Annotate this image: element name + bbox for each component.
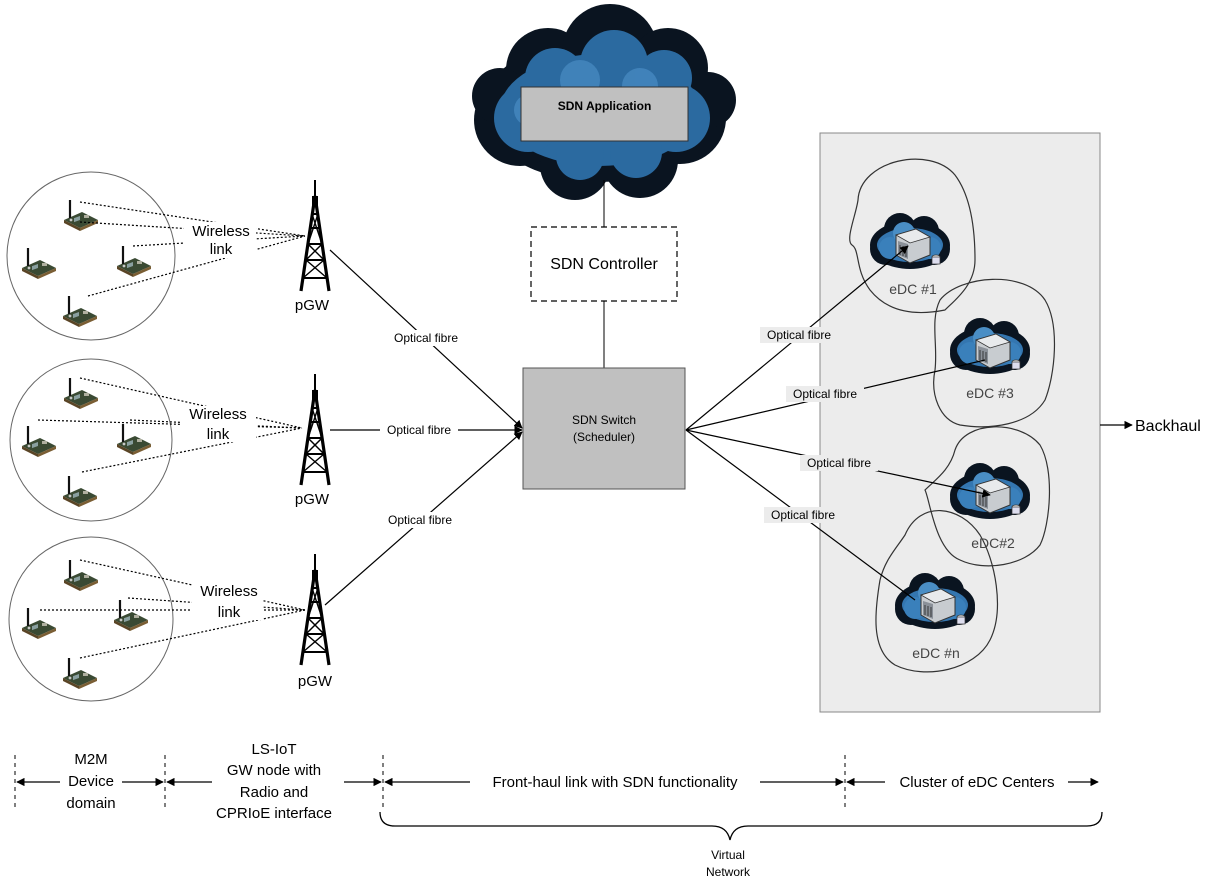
edc-label-3: eDC #3 — [966, 385, 1014, 401]
optical-fibre-label-6: Optical fibre — [807, 456, 871, 470]
pgw-label-3: pGW — [298, 673, 333, 690]
cell-tower-icon — [299, 178, 331, 293]
sdn-switch-label-2: (Scheduler) — [573, 430, 635, 444]
edc-label-2: eDC#2 — [971, 535, 1015, 551]
sdn-application-label: SDN Application — [558, 99, 652, 113]
pgw-label-1: pGW — [295, 297, 330, 314]
fronthaul-label: Front-haul link with SDN functionality — [492, 774, 738, 791]
edc-label-n: eDC #n — [912, 645, 959, 661]
device-group-2 — [9, 358, 303, 522]
virtual-network-brace — [379, 811, 1103, 841]
cluster-label: Cluster of eDC Centers — [899, 774, 1054, 791]
optical-fibre-label-3: Optical fibre — [388, 513, 452, 527]
backhaul-label: Backhaul — [1135, 418, 1201, 435]
m2m-label-2: Device — [68, 773, 114, 790]
cell-tower-icon — [299, 372, 331, 487]
wireless-label-1a: Wireless — [192, 223, 250, 240]
sdn-controller-box — [530, 226, 678, 302]
edc-domain-outlines — [849, 158, 1056, 673]
cell-tower-icon — [299, 552, 331, 667]
optical-fibre-label-1: Optical fibre — [394, 331, 458, 345]
lsiot-label-4: CPRIoE interface — [216, 805, 332, 822]
edc-label-1: eDC #1 — [889, 281, 937, 297]
lsiot-label-2: GW node with — [227, 762, 321, 779]
virtual-network-label-2: Network — [706, 865, 751, 879]
edc-cluster-box — [819, 132, 1101, 713]
optical-fibre-label-2: Optical fibre — [387, 423, 451, 437]
optical-fibre-label-7: Optical fibre — [771, 508, 835, 522]
sdn-switch-label-1: SDN Switch — [572, 413, 636, 427]
wireless-label-3a: Wireless — [200, 583, 258, 600]
optical-fibre-label-4: Optical fibre — [767, 328, 831, 342]
sdn-application-box — [520, 86, 689, 142]
sdn-switch-box — [522, 367, 686, 490]
lsiot-label-3: Radio and — [240, 784, 308, 801]
pgw-label-2: pGW — [295, 491, 330, 508]
wireless-label-2b: link — [207, 426, 230, 443]
device-group-1 — [6, 171, 306, 341]
wireless-label-3b: link — [218, 604, 241, 621]
m2m-label-1: M2M — [74, 751, 107, 768]
wireless-label-1b: link — [210, 241, 233, 258]
optical-fibre-label-5: Optical fibre — [793, 387, 857, 401]
virtual-network-label-1: Virtual — [711, 848, 745, 862]
m2m-label-3: domain — [66, 795, 115, 812]
sdn-controller-label: SDN Controller — [550, 256, 658, 273]
wireless-label-2a: Wireless — [189, 406, 247, 423]
lsiot-label-1: LS-IoT — [251, 741, 296, 758]
domain-dividers — [14, 755, 846, 810]
